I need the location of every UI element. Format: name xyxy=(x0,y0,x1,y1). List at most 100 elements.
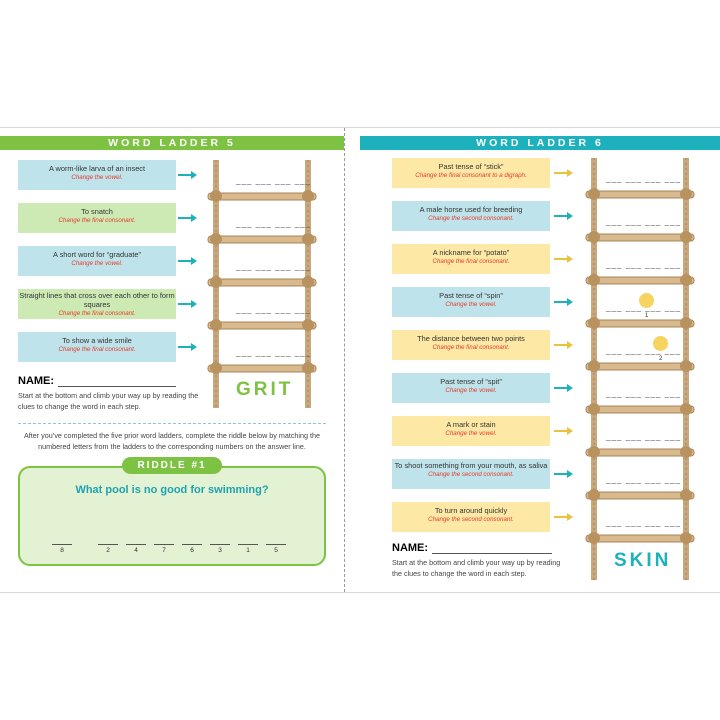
clue-hint: Change the final consonant to a digraph. xyxy=(415,172,527,179)
clue-text: A worm-like larva of an insect xyxy=(48,164,146,173)
answer-blanks[interactable]: ___ ___ ___ ___ xyxy=(236,176,312,185)
clue-card: Past tense of “spin” Change the vowel. xyxy=(392,287,550,317)
word-ladder-5-title: WORD LADDER 5 xyxy=(0,136,344,150)
arrow-icon xyxy=(178,300,197,308)
name-label: NAME: xyxy=(18,375,55,387)
instructions: Start at the bottom and climb your way u… xyxy=(392,558,561,578)
clue-hint: Change the final consonant. xyxy=(432,258,510,265)
answer-blanks[interactable]: ___ ___ ___ ___ xyxy=(236,305,312,314)
arrow-icon xyxy=(178,343,197,351)
answer-blank[interactable]: 8 xyxy=(52,544,72,554)
name-label: NAME: xyxy=(392,542,429,554)
arrow-icon xyxy=(554,341,573,349)
clue-text: Past tense of “spit” xyxy=(440,377,502,386)
clue-hint: Change the vowel. xyxy=(71,174,123,181)
instructions: Start at the bottom and climb your way u… xyxy=(18,391,199,411)
clue-card: A worm-like larva of an insect Change th… xyxy=(18,160,176,190)
arrow-icon xyxy=(554,513,573,521)
letter-number: 2 xyxy=(659,356,663,362)
answer-blanks[interactable]: ___ ___ ___ ___ xyxy=(606,518,682,527)
start-word: SKIN xyxy=(614,550,672,571)
clue-hint: Change the final consonant. xyxy=(58,346,136,353)
word-ladder-6-title: WORD LADDER 6 xyxy=(360,136,720,150)
clue-text: A short word for “graduate” xyxy=(53,250,141,259)
clue-text: Straight lines that cross over each othe… xyxy=(19,291,175,309)
start-word: GRIT xyxy=(236,379,294,400)
clue-card: The distance between two points Change t… xyxy=(392,330,550,360)
clue-hint: Change the final consonant. xyxy=(432,344,510,351)
clue-hint: Change the second consonant. xyxy=(428,215,514,222)
riddle-box xyxy=(18,466,326,566)
clue-text: Past tense of “spin” xyxy=(439,291,503,300)
answer-blank[interactable]: 4 xyxy=(126,544,146,554)
rope-ladder-icon xyxy=(585,158,695,580)
answer-blanks[interactable]: ___ ___ ___ ___ xyxy=(236,262,312,271)
clue-card: Past tense of “spit” Change the vowel. xyxy=(392,373,550,403)
answer-blanks[interactable]: ___ ___ ___ ___ xyxy=(606,217,682,226)
answer-blank[interactable]: 5 xyxy=(266,544,286,554)
answer-blanks[interactable]: ___ ___ ___ ___ xyxy=(606,260,682,269)
word-ladder-5-page: WORD LADDER 5 A worm-like larva of an in… xyxy=(0,128,344,592)
name-field[interactable] xyxy=(58,386,176,387)
clue-card: To snatch Change the final consonant. xyxy=(18,203,176,233)
arrow-icon xyxy=(178,171,197,179)
clue-card: A male horse used for breeding Change th… xyxy=(392,201,550,231)
answer-blank[interactable]: 7 xyxy=(154,544,174,554)
arrow-icon xyxy=(178,214,197,222)
arrow-icon xyxy=(554,255,573,263)
arrow-icon xyxy=(554,212,573,220)
clue-hint: Change the second consonant. xyxy=(428,516,514,523)
arrow-icon xyxy=(554,384,573,392)
clue-text: To turn around quickly xyxy=(434,506,508,515)
answer-blanks[interactable]: ___ ___ ___ ___ xyxy=(236,348,312,357)
clue-card: Past tense of “stick” Change the final c… xyxy=(392,158,550,188)
name-field[interactable] xyxy=(432,553,552,554)
clue-hint: Change the second consonant. xyxy=(428,471,514,478)
riddle-question: What pool is no good for swimming? xyxy=(75,484,269,496)
answer-blank[interactable]: 6 xyxy=(182,544,202,554)
answer-blank[interactable]: 2 xyxy=(98,544,118,554)
bottom-edge xyxy=(0,592,720,593)
clue-text: A mark or stain xyxy=(446,420,496,429)
answer-blank[interactable]: 3 xyxy=(210,544,230,554)
answer-blanks[interactable]: ___ ___ ___ ___ xyxy=(606,475,682,484)
arrow-icon xyxy=(178,257,197,265)
clue-text: To snatch xyxy=(81,207,113,216)
answer-blanks[interactable]: ___ ___ ___ ___ xyxy=(236,219,312,228)
arrow-icon xyxy=(554,470,573,478)
clue-hint: Change the vowel. xyxy=(445,301,497,308)
answer-blanks[interactable]: ___ ___ ___ ___ xyxy=(606,174,682,183)
clue-card: A mark or stain Change the vowel. xyxy=(392,416,550,446)
clue-card: A short word for “graduate” Change the v… xyxy=(18,246,176,276)
arrow-icon xyxy=(554,427,573,435)
divider xyxy=(18,423,326,424)
clue-hint: Change the final consonant. xyxy=(58,217,136,224)
arrow-icon xyxy=(554,169,573,177)
rope-ladder-icon xyxy=(207,160,317,408)
answer-blanks[interactable]: ___ ___ ___ ___ xyxy=(606,346,682,355)
clue-text: Past tense of “stick” xyxy=(438,162,504,171)
top-edge xyxy=(0,127,720,128)
riddle-intro: After you’ve completed the five prior wo… xyxy=(23,431,321,451)
answer-blank[interactable]: 1 xyxy=(238,544,258,554)
letter-number: 1 xyxy=(645,313,649,319)
riddle-tag: RIDDLE #1 xyxy=(122,457,222,474)
page-gutter-left xyxy=(344,128,346,592)
clue-card: Straight lines that cross over each othe… xyxy=(18,289,176,319)
clue-card: To turn around quickly Change the second… xyxy=(392,502,550,532)
clue-text: To shoot something from your mouth, as s… xyxy=(394,461,548,470)
clue-text: To show a wide smile xyxy=(62,336,132,345)
clue-hint: Change the final consonant. xyxy=(58,310,136,317)
clue-text: A nickname for “potato” xyxy=(432,248,510,257)
answer-blanks[interactable]: ___ ___ ___ ___ xyxy=(606,432,682,441)
clue-hint: Change the vowel. xyxy=(445,387,497,394)
answer-blanks[interactable]: ___ ___ ___ ___ xyxy=(606,389,682,398)
clue-hint: Change the vowel. xyxy=(71,260,123,267)
clue-card: A nickname for “potato” Change the final… xyxy=(392,244,550,274)
clue-hint: Change the vowel. xyxy=(445,430,497,437)
word-ladder-6-page: WORD LADDER 6 Past tense of “stick” Chan… xyxy=(360,128,720,592)
arrow-icon xyxy=(554,298,573,306)
clue-text: A male horse used for breeding xyxy=(419,205,523,214)
highlight-circle-icon xyxy=(653,336,668,351)
highlight-circle-icon xyxy=(639,293,654,308)
